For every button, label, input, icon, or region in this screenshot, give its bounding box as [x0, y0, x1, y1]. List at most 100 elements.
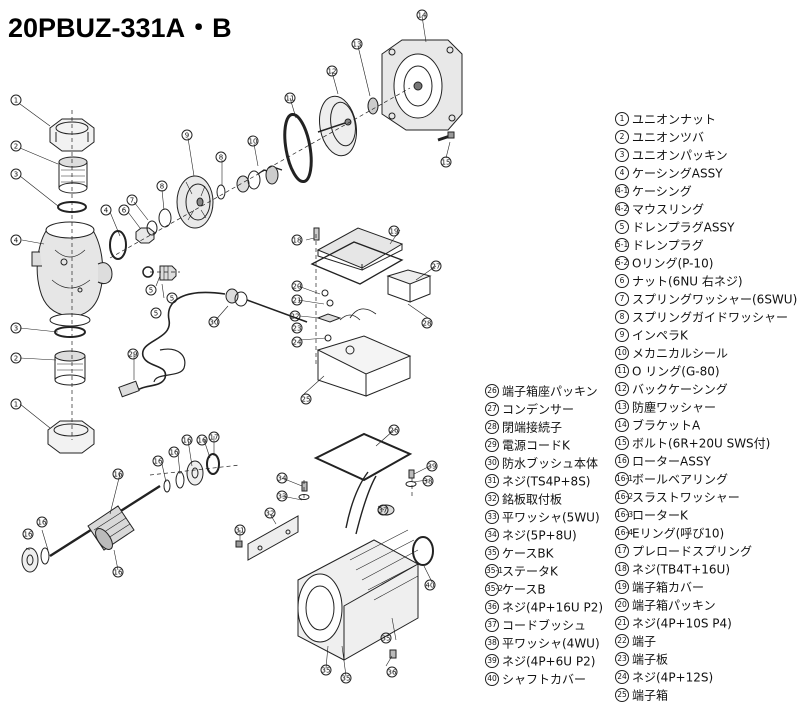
power-cord [118, 291, 226, 398]
svg-text:35: 35 [382, 635, 391, 643]
part-name: ネジ(5P+8U) [502, 528, 577, 543]
callout-38: 38 [422, 475, 434, 487]
rotor-assy [49, 484, 161, 558]
screw-4p16u [389, 649, 397, 659]
svg-text:32: 32 [266, 510, 275, 518]
svg-text:16: 16 [114, 569, 123, 577]
part-name: スプリングワッシャー(6SWU) [632, 292, 797, 307]
terminal-box-cover [316, 227, 404, 271]
svg-text:33: 33 [278, 493, 287, 501]
part-number: 17 [615, 543, 629, 558]
svg-text:34: 34 [278, 475, 287, 483]
part-name: ボルト(6R+20U SWS付) [632, 436, 771, 451]
callout-7: 7 [126, 194, 138, 206]
part-name: 平ワッシャ(4WU) [502, 636, 600, 651]
callout-16-3: 16 [112, 468, 124, 480]
terminal-box-base-packing [313, 432, 413, 482]
part-number: 16 [615, 453, 629, 468]
svg-text:3: 3 [14, 325, 18, 333]
svg-text:21: 21 [293, 297, 302, 305]
part-name: スラストワッシャー [632, 490, 740, 505]
part-name: 防塵ワッシャー [632, 400, 717, 415]
svg-text:16: 16 [198, 437, 207, 445]
part-number: 5-1 [615, 237, 629, 252]
svg-text:15: 15 [442, 159, 451, 167]
part-number: 15 [615, 435, 629, 450]
svg-text:12: 12 [328, 68, 337, 76]
part-number: 4-2 [615, 201, 629, 216]
svg-text:2: 2 [14, 355, 18, 363]
part-number: 35-2 [485, 581, 503, 596]
shaft-cover [412, 536, 434, 566]
part-name: マウスリング [632, 202, 705, 217]
part-name: ユニオンパッキン [632, 148, 728, 163]
union-nut-bottom [47, 420, 95, 454]
part-number: 10 [615, 345, 629, 360]
part-number: 35 [485, 545, 499, 560]
part-number: 16-2 [615, 489, 633, 504]
part-item: 16-1ボールベアリング [615, 470, 797, 488]
svg-text:16: 16 [114, 471, 123, 479]
part-number: 30 [485, 455, 499, 470]
callout-2a: 2 [10, 140, 22, 152]
part-item: 16-3ローターK [615, 506, 797, 524]
callout-16-2a: 16 [168, 446, 180, 458]
svg-text:18: 18 [293, 237, 302, 245]
svg-text:39: 39 [428, 463, 437, 471]
part-item: 35-2ケースB [485, 580, 603, 598]
part-number: 23 [615, 651, 629, 666]
part-name: 電源コードK [502, 438, 570, 453]
part-number: 3 [615, 147, 629, 162]
svg-text:40: 40 [426, 582, 435, 590]
callout-4-2: 4 [100, 204, 112, 216]
part-number: 22 [615, 633, 629, 648]
callout-1b: 1 [10, 398, 22, 410]
union-packing-bottom [54, 326, 86, 338]
part-number: 20 [615, 597, 629, 612]
svg-text:11: 11 [286, 95, 295, 103]
union-flange-top [58, 156, 88, 194]
e-ring [163, 479, 171, 493]
part-name: バックケーシング [632, 382, 728, 397]
svg-text:26: 26 [390, 427, 399, 435]
spring-guide-washer [158, 208, 172, 228]
impeller [176, 175, 214, 229]
part-number: 25 [615, 687, 629, 702]
part-number: 16-4 [615, 525, 633, 540]
part-number: 7 [615, 291, 629, 306]
part-number: 33 [485, 509, 499, 524]
casing [31, 221, 113, 327]
part-name: プレロードスプリング [632, 544, 753, 559]
part-number: 39 [485, 653, 499, 668]
svg-text:8: 8 [219, 154, 223, 162]
callout-15: 15 [440, 156, 452, 168]
svg-text:22: 22 [291, 313, 300, 321]
callout-4-1: 4 [10, 234, 22, 246]
callout-29: 29 [127, 348, 139, 360]
thrust-washer-right [175, 471, 185, 489]
part-number: 31 [485, 473, 499, 488]
part-name: ブラケットA [632, 418, 701, 433]
callout-32: 32 [264, 507, 276, 519]
part-number: 4-1 [615, 183, 629, 198]
ball-bearing-left [21, 547, 39, 573]
callout-8b: 8 [215, 151, 227, 163]
svg-text:16: 16 [170, 449, 179, 457]
callout-16-2c: 16 [36, 516, 48, 528]
callout-19: 19 [388, 225, 400, 237]
